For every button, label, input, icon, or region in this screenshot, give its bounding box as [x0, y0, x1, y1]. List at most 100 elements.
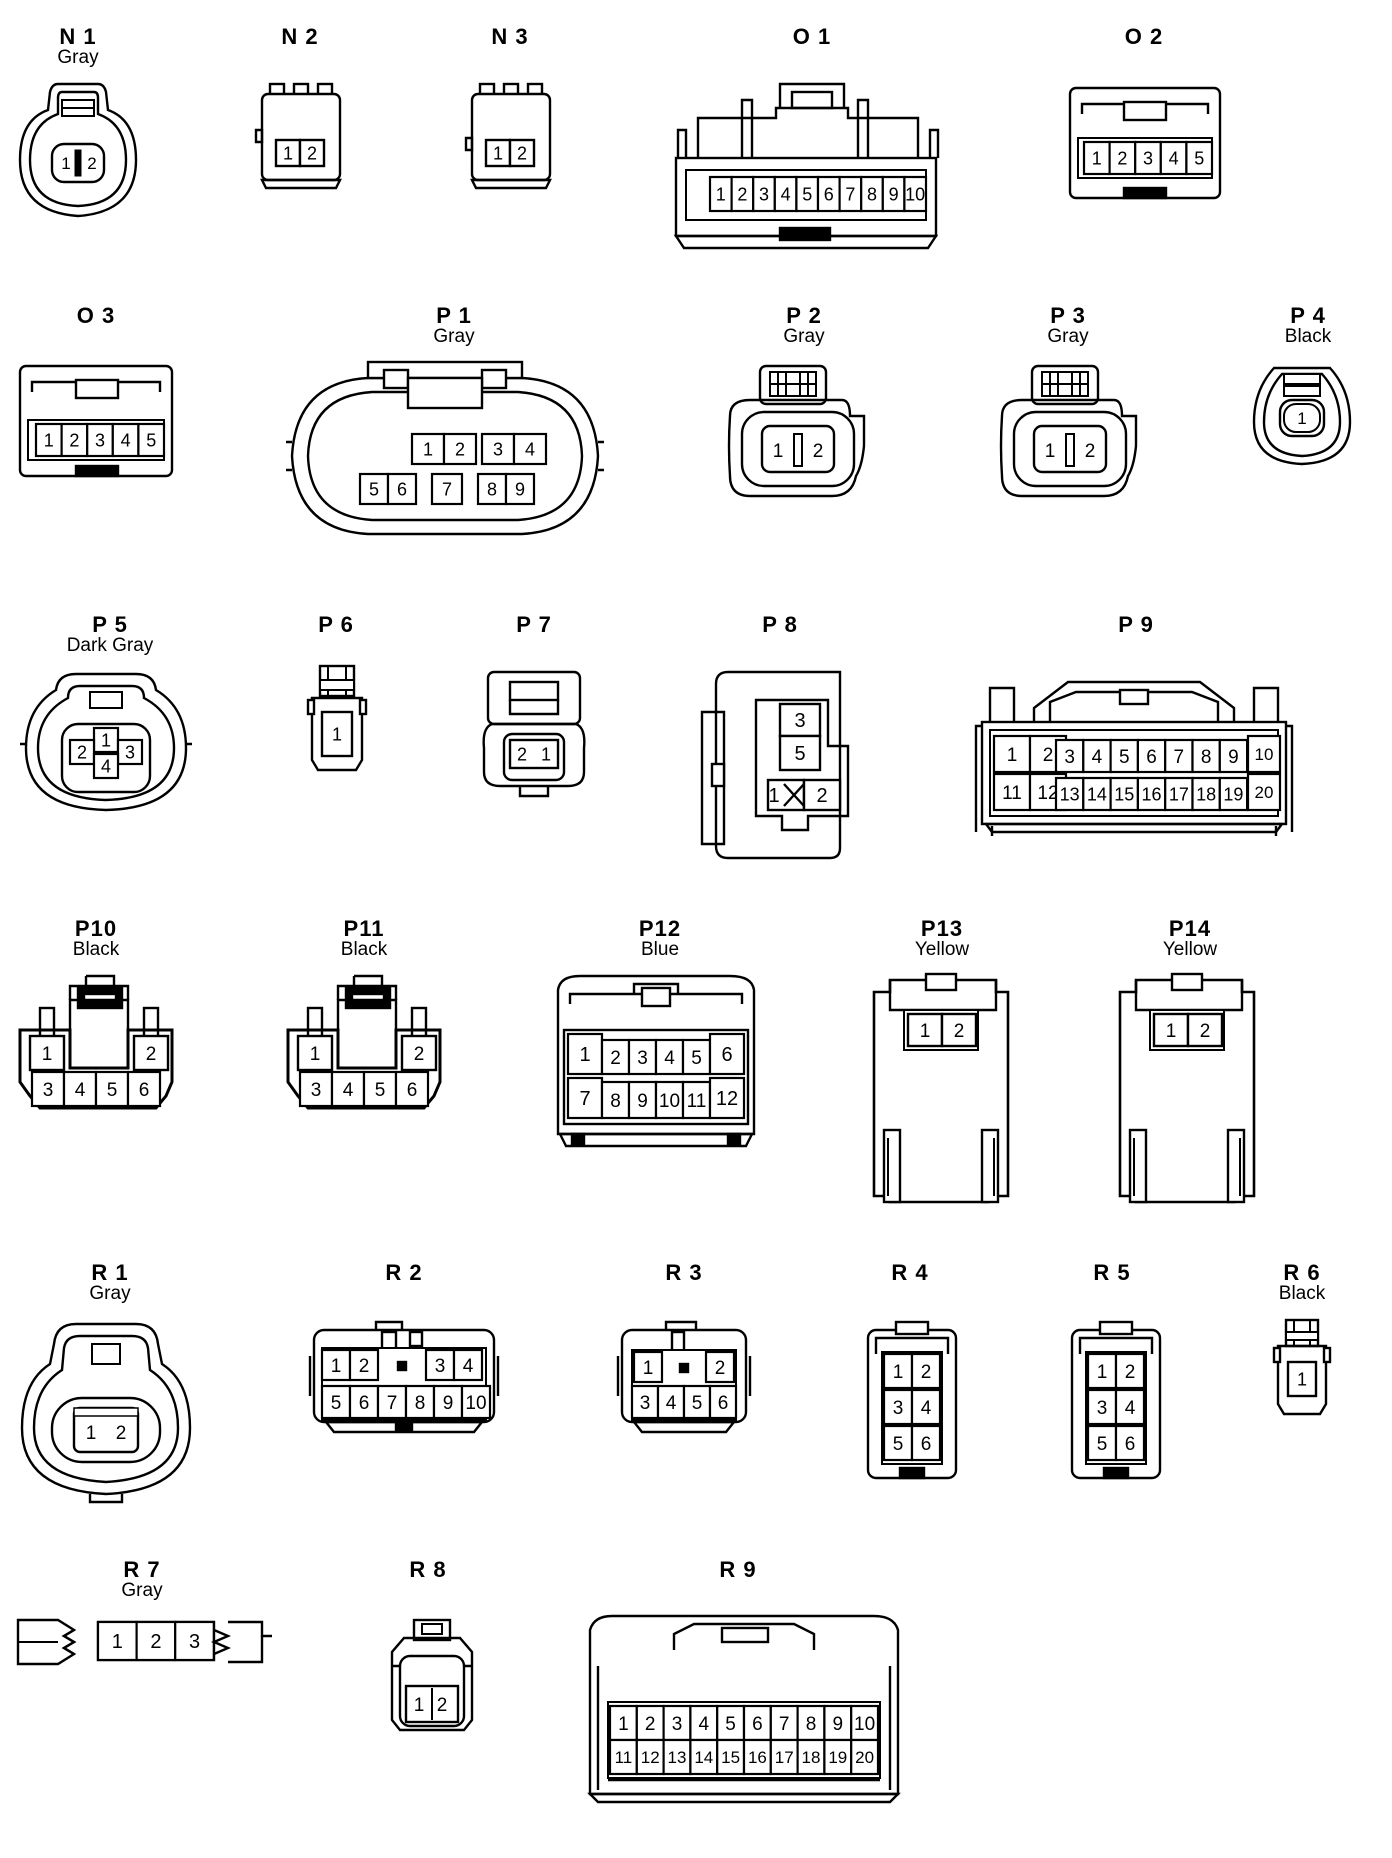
connector-id: P11 — [343, 916, 385, 941]
connector-color: Black — [1278, 1283, 1326, 1304]
pin-label: 2 — [1085, 441, 1096, 462]
pin-label: 6 — [718, 1393, 729, 1414]
pin-label: 4 — [525, 439, 535, 459]
pin-label: 3 — [1064, 747, 1075, 768]
pin-label: 12 — [641, 1748, 660, 1767]
pin-label: 1 — [423, 439, 433, 459]
pin-label: 1 — [283, 143, 293, 163]
pin-label: 1 — [1045, 441, 1056, 462]
pin-label: 1 — [773, 441, 784, 462]
connector-id: P 4 — [1290, 303, 1326, 328]
connector-r6: 1 — [1272, 1318, 1332, 1416]
connector-color: Yellow — [1162, 939, 1218, 960]
pin-label: 1 — [920, 1021, 931, 1042]
pin-label: 9 — [833, 1714, 844, 1735]
connector-id: P 1 — [436, 303, 472, 328]
pin-label: 13 — [668, 1748, 687, 1767]
pin-label: 1 — [1007, 745, 1018, 766]
pin-label: 2 — [87, 154, 96, 173]
pin-label: 4 — [1125, 1398, 1136, 1419]
connector-id: P14 — [1168, 916, 1212, 941]
pin-label: 4 — [1169, 148, 1179, 168]
pin-label: 6 — [1146, 747, 1157, 768]
connector-id: P 7 — [516, 612, 552, 637]
pin-label: 4 — [463, 1356, 474, 1377]
pin-label: 2 — [116, 1423, 127, 1444]
pin-label: 2 — [1200, 1021, 1211, 1042]
pin-label: 1 — [893, 1362, 904, 1383]
pin-label: 2 — [437, 1695, 448, 1716]
pin-label: 4 — [921, 1398, 932, 1419]
pin-label: 5 — [1119, 747, 1130, 768]
connector-color: Dark Gray — [66, 635, 154, 656]
connector-id: R 9 — [719, 1557, 757, 1582]
connector-color: Gray — [783, 326, 825, 347]
pin-label: 5 — [331, 1393, 342, 1414]
pin-label: 2 — [414, 1044, 425, 1065]
pin-label: 3 — [893, 1398, 904, 1419]
pin-label: 3 — [493, 439, 503, 459]
pin-label: 2 — [610, 1048, 621, 1069]
pin-label: 2 — [715, 1358, 726, 1379]
connector-color: Blue — [640, 939, 680, 960]
pin-label: 1 — [541, 744, 551, 764]
pin-label: 6 — [752, 1714, 763, 1735]
pin-label: 2 — [77, 742, 87, 762]
pin-label: 5 — [691, 1048, 702, 1069]
pin-label: 6 — [407, 1080, 418, 1101]
pin-label: 14 — [694, 1748, 713, 1767]
pin-label: 5 — [146, 430, 156, 450]
pin-label: 2 — [359, 1356, 370, 1377]
connector-id: O 1 — [792, 24, 832, 49]
pin-label: 4 — [75, 1080, 86, 1101]
pin-label: 10 — [659, 1091, 680, 1112]
pin-label: 3 — [189, 1631, 200, 1653]
pin-label: 3 — [435, 1356, 446, 1377]
connector-id: P 3 — [1050, 303, 1086, 328]
connector-color: Gray — [121, 1580, 163, 1601]
pin-label: 2 — [954, 1021, 965, 1042]
connector-id: P 2 — [786, 303, 822, 328]
pin-label: 1 — [1166, 1021, 1177, 1042]
pin-label: 4 — [121, 430, 131, 450]
pin-label: 1 — [42, 1044, 53, 1065]
pin-label: 3 — [1097, 1398, 1108, 1419]
pin-label: 1 — [112, 1631, 123, 1653]
pin-label: 16 — [748, 1748, 767, 1767]
pin-label: 13 — [1060, 784, 1080, 804]
pin-label: 20 — [1255, 783, 1274, 802]
pin-label: 5 — [107, 1080, 118, 1101]
connector-id: P10 — [74, 916, 118, 941]
pin-label: 8 — [415, 1393, 426, 1414]
pin-label: 2 — [645, 1714, 656, 1735]
pin-label: 5 — [725, 1714, 736, 1735]
pin-label: 6 — [397, 479, 407, 499]
pin-label: 1 — [1092, 148, 1102, 168]
pin-label: 2 — [69, 430, 79, 450]
pin-label: 1 — [579, 1044, 590, 1066]
pin-label: 4 — [664, 1048, 675, 1069]
pin-label: 8 — [867, 184, 877, 204]
pin-label: 2 — [307, 143, 317, 163]
pin-label: 1 — [768, 785, 779, 807]
pin-label: 6 — [1125, 1434, 1136, 1455]
pin-label: 5 — [1097, 1434, 1108, 1455]
pin-label: 2 — [517, 143, 527, 163]
pin-label: 1 — [643, 1358, 654, 1379]
pin-label: 12 — [716, 1088, 738, 1110]
connector-p4: 1 — [1252, 366, 1352, 466]
